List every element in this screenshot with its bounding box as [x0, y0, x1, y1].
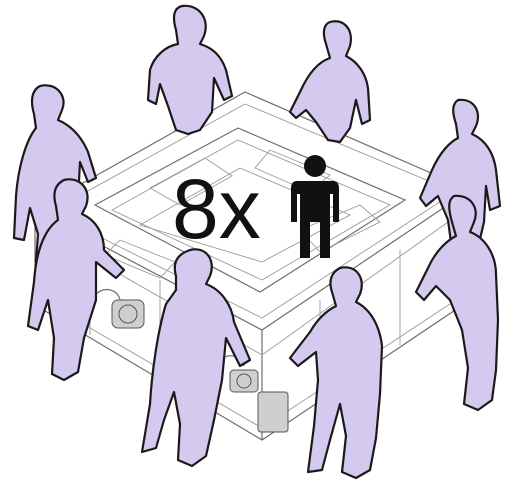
people-count-label: 8x — [172, 162, 261, 256]
person-lifter-2 — [288, 20, 372, 144]
person-lifter-5 — [26, 178, 126, 382]
pump-equipment — [94, 288, 289, 433]
person-lifter-7 — [140, 248, 252, 468]
person-icon — [291, 155, 339, 258]
person-lifter-8 — [288, 266, 384, 480]
person-lifter-1 — [146, 4, 234, 136]
person-lifter-6 — [414, 194, 500, 412]
